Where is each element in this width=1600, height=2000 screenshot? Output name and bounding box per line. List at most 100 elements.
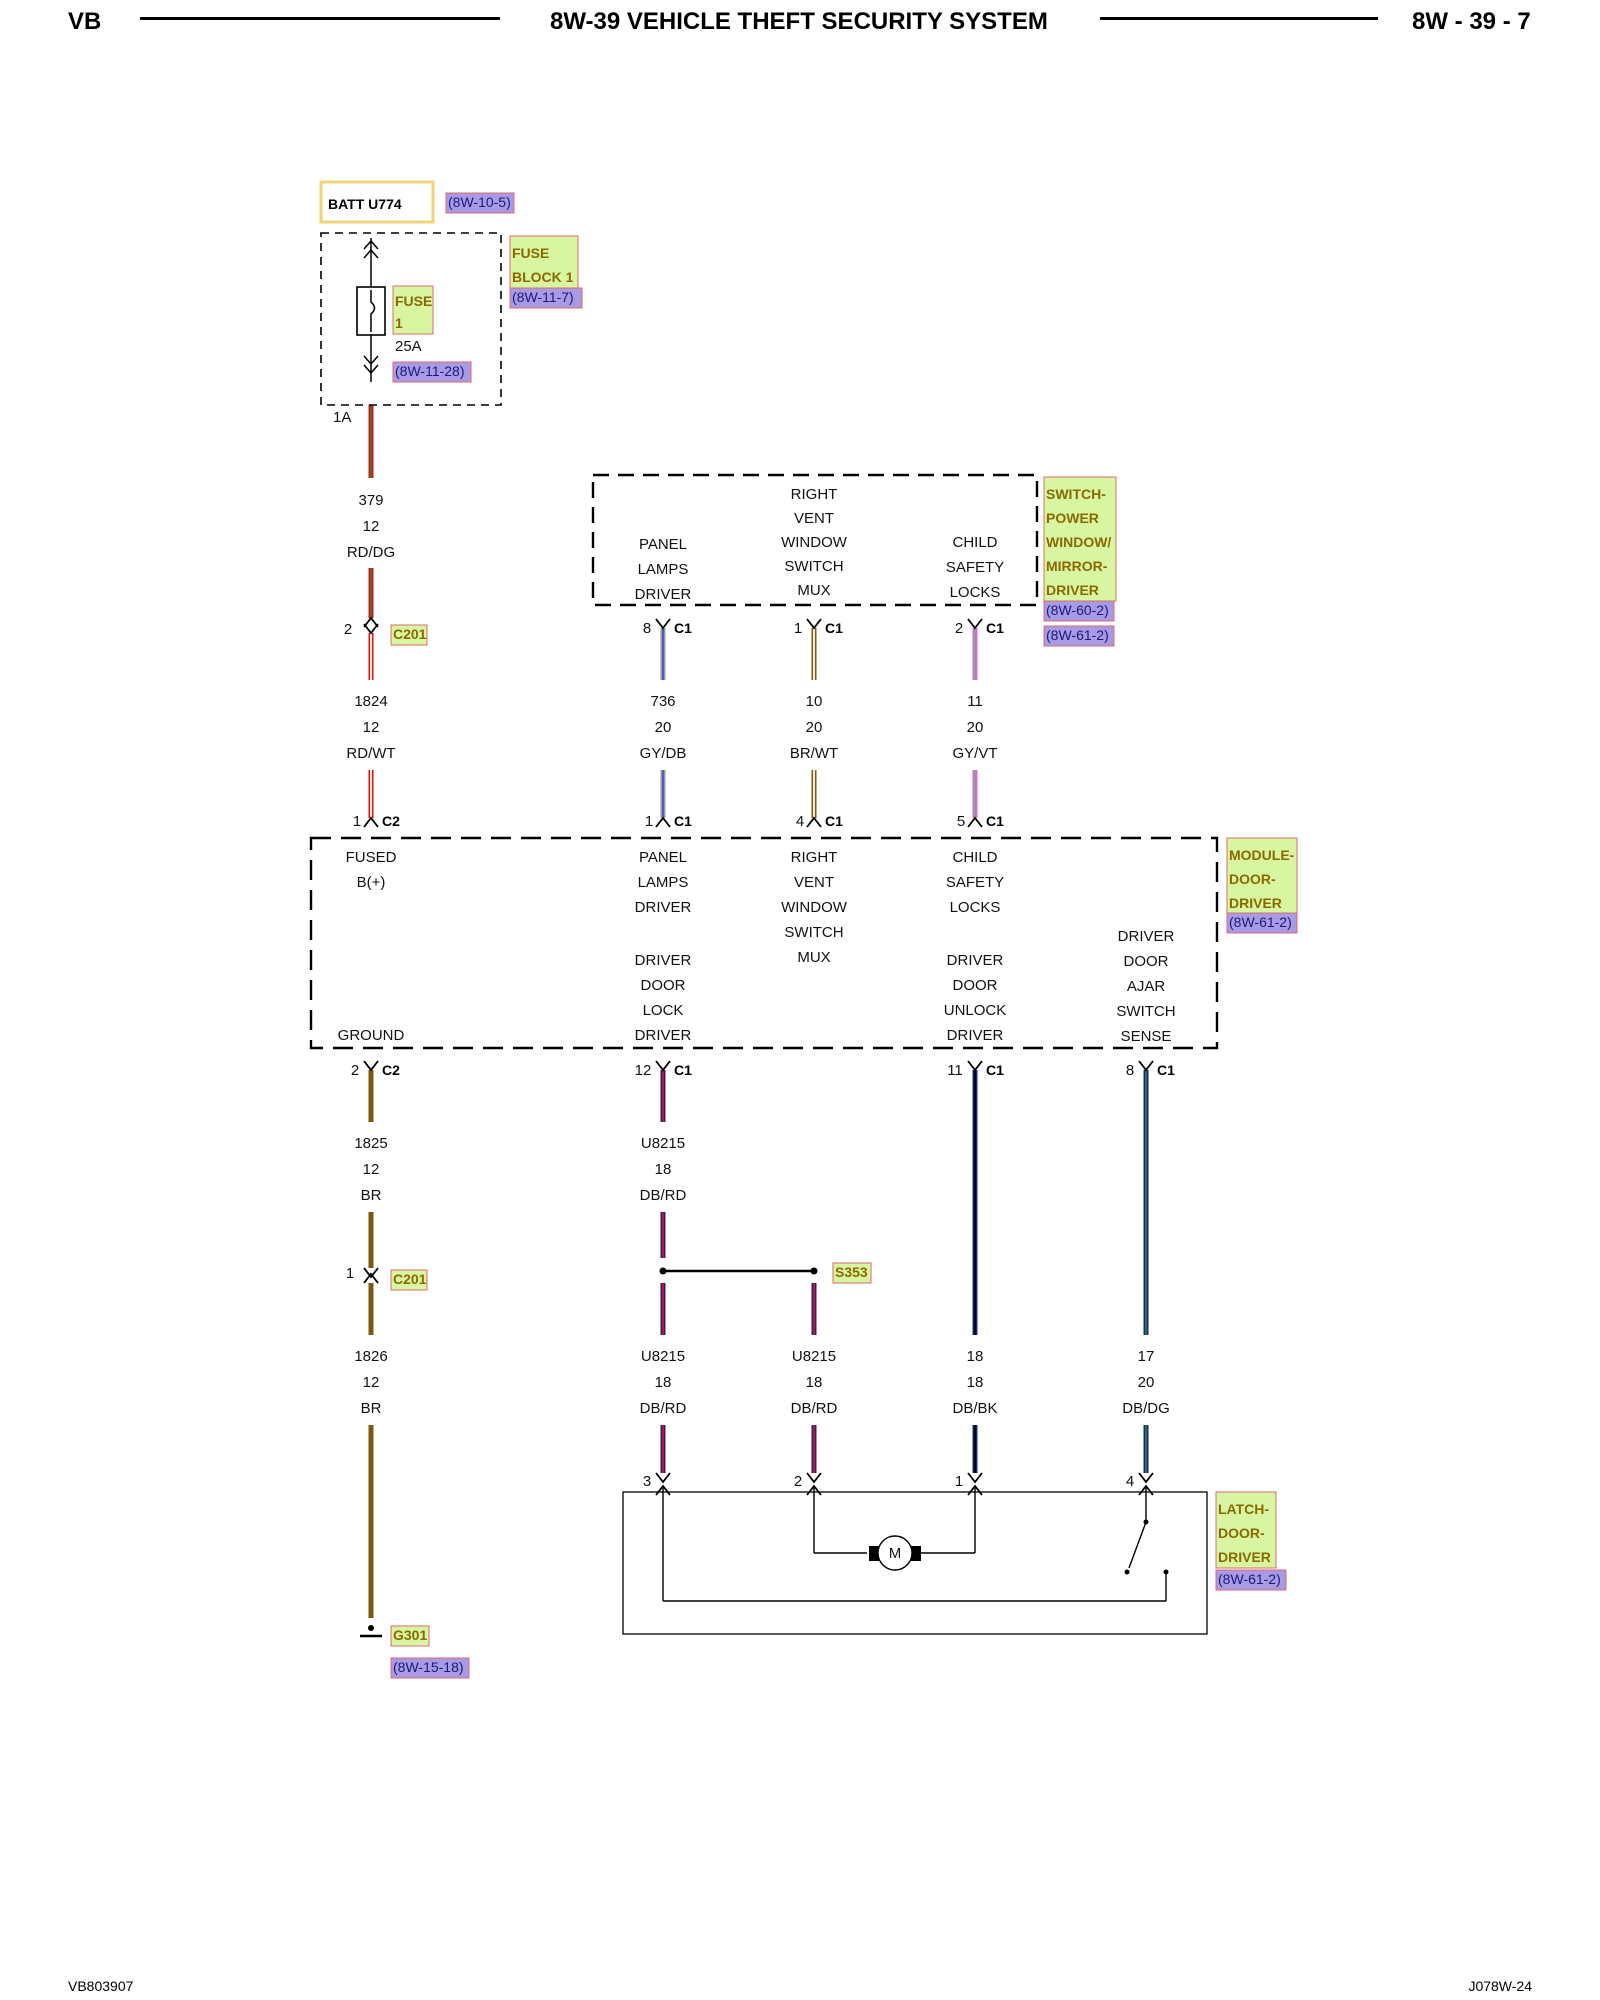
wire-736-label: GY/DB (640, 745, 687, 762)
latch-ref-tag-bg (1215, 1569, 1287, 1591)
footer-right: J078W-24 (1468, 1978, 1532, 1994)
module-label-panel-lamps: PANEL (639, 849, 687, 866)
batt-box (319, 180, 435, 224)
fuse-block-name-tag-bg (509, 235, 579, 289)
module-label-right-vent: WINDOW (781, 899, 848, 916)
fuse-1-name-tag: FUSE (395, 293, 432, 309)
latch-pin-0-connector-top (655, 1472, 671, 1484)
header-rule-left (140, 17, 500, 20)
module-name-tag: MODULE- (1229, 847, 1295, 863)
wire-u8215-b-label: U8215 (792, 1348, 836, 1365)
switch-label-right-vent: SWITCH (784, 558, 843, 575)
fuse-block-ref-tag: (8W-11-7) (512, 289, 574, 305)
fuse-block-name-tag: FUSE (512, 245, 549, 261)
motor-brush-left (869, 1546, 879, 1561)
wire-17-label: 17 (1138, 1348, 1155, 1365)
latch-pin-1-connector-top (806, 1472, 822, 1484)
module-label-door-unlock: DRIVER (947, 952, 1004, 969)
module-top-pin-0-connector (363, 816, 379, 828)
c201-top-tag: C201 (393, 626, 427, 642)
module-name-tag-bg (1226, 837, 1298, 915)
switch-name-tag: SWITCH- (1046, 486, 1106, 502)
c201-top-tag-bg (390, 624, 428, 646)
latch-pin-1-num: 2 (794, 1473, 802, 1490)
wire-18-label: 18 (967, 1348, 984, 1365)
fuse-1-name-tag-bg (392, 285, 434, 335)
module-bottom-pin-1-pin: 12 (635, 1062, 652, 1079)
switch-ref-2-tag-bg (1043, 625, 1115, 647)
wire-1826-label: BR (361, 1400, 382, 1417)
fuse-1-name-tag: 1 (395, 315, 403, 331)
wire-1824-label: RD/WT (346, 745, 395, 762)
wire-11-label: 20 (967, 719, 984, 736)
c201-bottom-tag: C201 (393, 1271, 427, 1287)
page-header-left: VB (68, 8, 102, 35)
module-label-right-vent: VENT (794, 874, 834, 891)
wire-u8215-a-label: U8215 (641, 1348, 685, 1365)
module-top-pin-1-pin: 1 (645, 813, 653, 830)
switch-label-child-safety: SAFETY (946, 559, 1004, 576)
module-door-driver-outline (309, 836, 1219, 1050)
component-layer (309, 180, 1298, 1679)
wire-u8215-a-label: 18 (655, 1374, 672, 1391)
wire-1824-label: 1824 (354, 693, 387, 710)
latch-switch-contact-bottom (1124, 1569, 1130, 1575)
module-label-right-vent: SWITCH (784, 924, 843, 941)
switch-label-right-vent: VENT (794, 510, 834, 527)
latch-name-tag-bg (1215, 1491, 1277, 1569)
switch-label-panel-lamps: LAMPS (638, 561, 689, 578)
switch-ref-1-tag: (8W-60-2) (1046, 602, 1109, 618)
switch-name-tag: DRIVER (1046, 582, 1099, 598)
s353-tag-bg (832, 1262, 872, 1284)
switch-label-child-safety: CHILD (952, 534, 997, 551)
module-label-fused-b: FUSED (346, 849, 397, 866)
switch-pin-1-connector (806, 618, 822, 630)
wire-18-label: 18 (967, 1374, 984, 1391)
switch-pin-0-conn: C1 (674, 620, 692, 636)
module-bottom-pin-0-pin: 2 (351, 1062, 359, 1079)
latch-door-driver-outline (622, 1491, 1208, 1635)
module-bottom-pin-2-connector (967, 1060, 983, 1072)
wire-17-label: DB/DG (1122, 1400, 1170, 1417)
module-label-panel-lamps: DRIVER (635, 899, 692, 916)
fuse-ref-tag: (8W-11-28) (395, 363, 465, 379)
fuse-rating: 25A (395, 338, 422, 355)
module-bottom-pin-3-pin: 8 (1126, 1062, 1134, 1079)
module-label-door-unlock: UNLOCK (944, 1002, 1007, 1019)
module-label-door-ajar: DRIVER (1118, 928, 1175, 945)
switch-ref-1-tag-bg (1043, 600, 1115, 622)
module-ref-tag: (8W-61-2) (1229, 914, 1292, 930)
module-label-right-vent: MUX (797, 949, 830, 966)
g301-tag-bg (390, 1625, 430, 1647)
wire-379-label: RD/DG (347, 544, 395, 561)
wire-736-label: 736 (650, 693, 675, 710)
batt-ref-tag: (8W-10-5) (448, 194, 511, 210)
module-ref-tag-bg (1226, 912, 1298, 934)
wire-17-label: 20 (1138, 1374, 1155, 1391)
wire-u8215-b-label: 18 (806, 1374, 823, 1391)
latch-switch-contact-return (1163, 1569, 1169, 1575)
module-label-ground: GROUND (338, 1027, 405, 1044)
motor-brush-right (911, 1546, 921, 1561)
wire-1825-label: BR (361, 1187, 382, 1204)
g301-ref-tag-bg (390, 1657, 470, 1679)
switch-pin-1-conn: C1 (825, 620, 843, 636)
page-number: 8W - 39 - 7 (1412, 8, 1531, 35)
fuse-arrow-top2 (363, 248, 379, 259)
switch-pin-2-pin: 2 (955, 620, 963, 637)
switch-power-window-outline (591, 473, 1039, 607)
wire-11-label: 11 (967, 693, 983, 710)
latch-ref-tag: (8W-61-2) (1218, 1571, 1281, 1587)
module-label-door-lock: DRIVER (635, 1027, 692, 1044)
fuse-block-ref-tag-bg (509, 287, 583, 309)
module-bottom-pin-1-conn: C1 (674, 1062, 692, 1078)
module-top-pin-2-connector (806, 816, 822, 828)
latch-door-ajar-switch (1128, 1521, 1147, 1569)
wire-layer (368, 405, 1149, 1618)
latch-pin-3-connector-top (1138, 1472, 1154, 1484)
batt-ref-tag-bg (445, 192, 515, 214)
splice-dot-right (810, 1267, 818, 1275)
module-label-child-safety: CHILD (952, 849, 997, 866)
